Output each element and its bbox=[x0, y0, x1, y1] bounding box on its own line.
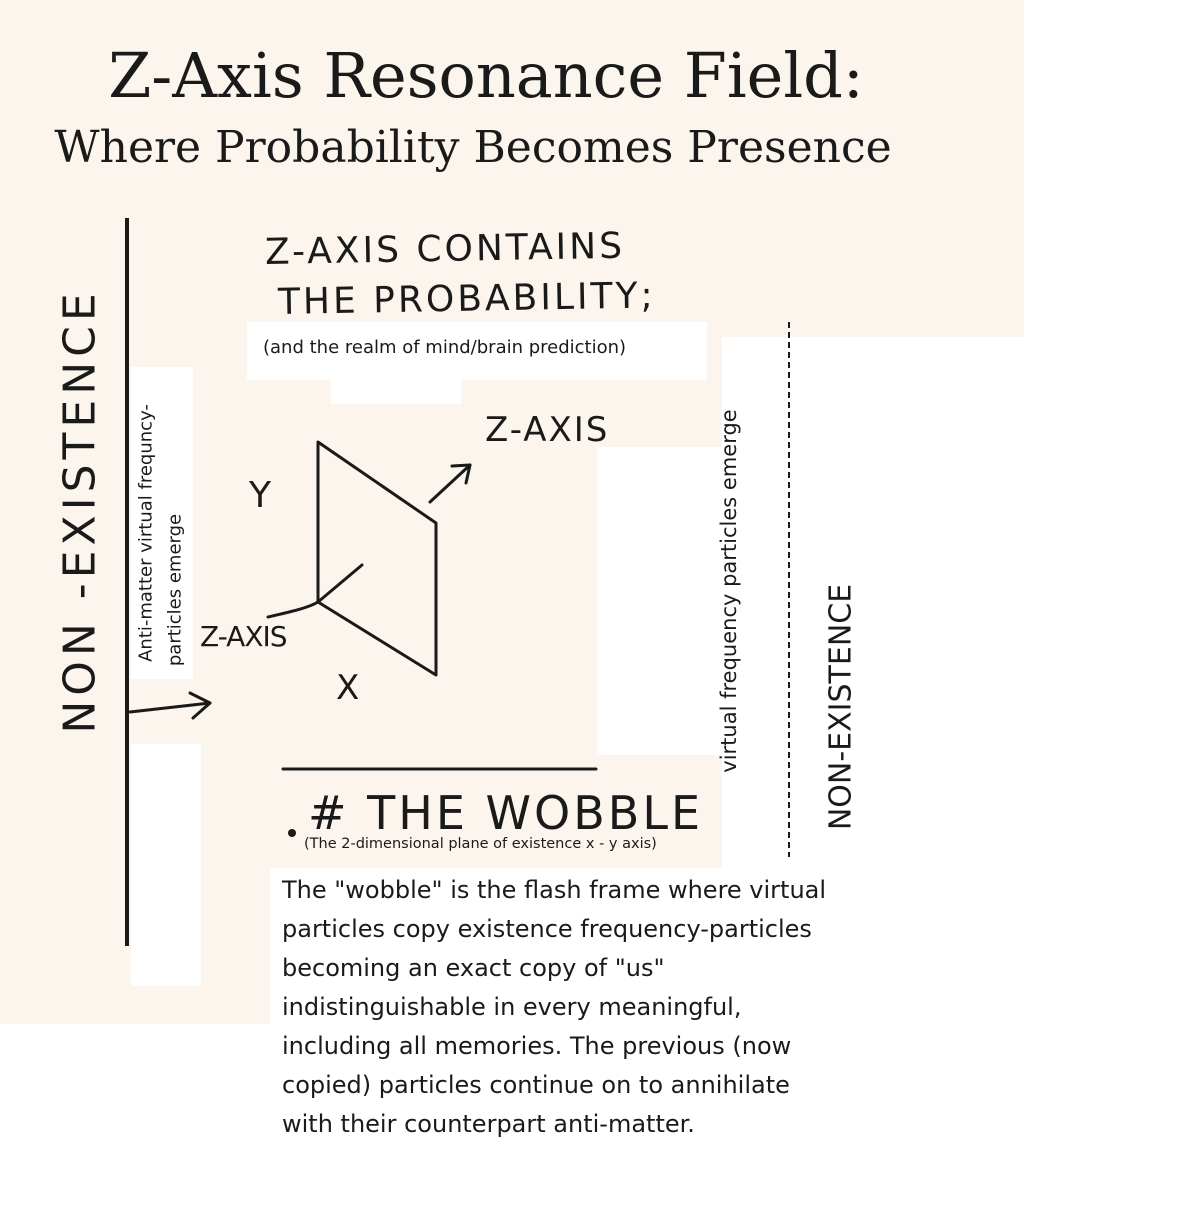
y-axis-label: Y bbox=[249, 475, 271, 516]
z-axis-curve bbox=[266, 600, 320, 619]
page-subtitle: Where Probability Becomes Presence bbox=[54, 122, 892, 173]
white-patch-anti-matter bbox=[131, 367, 193, 679]
realm-note: (and the realm of mind/brain prediction) bbox=[263, 337, 627, 358]
wobble-note: (The 2-dimensional plane of existence x … bbox=[304, 836, 657, 852]
z-axis-diagonal bbox=[316, 563, 364, 604]
white-patch-lower-left bbox=[131, 744, 201, 986]
xy-plane-outline bbox=[316, 440, 438, 677]
z-axis-arrowhead bbox=[450, 463, 472, 485]
x-axis-label: X bbox=[336, 668, 360, 708]
existence-arrowhead bbox=[188, 691, 212, 720]
wobble-dot bbox=[288, 829, 296, 837]
z-axis-arrow-shaft bbox=[428, 463, 472, 504]
wobble-heading: # THE WOBBLE bbox=[308, 786, 704, 840]
wobble-description: The "wobble" is the flash frame where vi… bbox=[282, 876, 827, 1138]
page-title: Z-Axis Resonance Field: bbox=[108, 39, 864, 112]
white-patch-realm-tail bbox=[331, 376, 461, 404]
left-existence-line bbox=[125, 218, 129, 946]
existence-arrow-shaft bbox=[128, 701, 212, 714]
white-patch-realm-note bbox=[247, 322, 707, 380]
z-axis-top-label: Z-AXIS bbox=[485, 410, 610, 450]
white-patch-bottom bbox=[270, 868, 850, 1168]
z-axis-left-label: Z-AXIS bbox=[200, 620, 288, 653]
white-patch-center-right bbox=[597, 447, 727, 755]
